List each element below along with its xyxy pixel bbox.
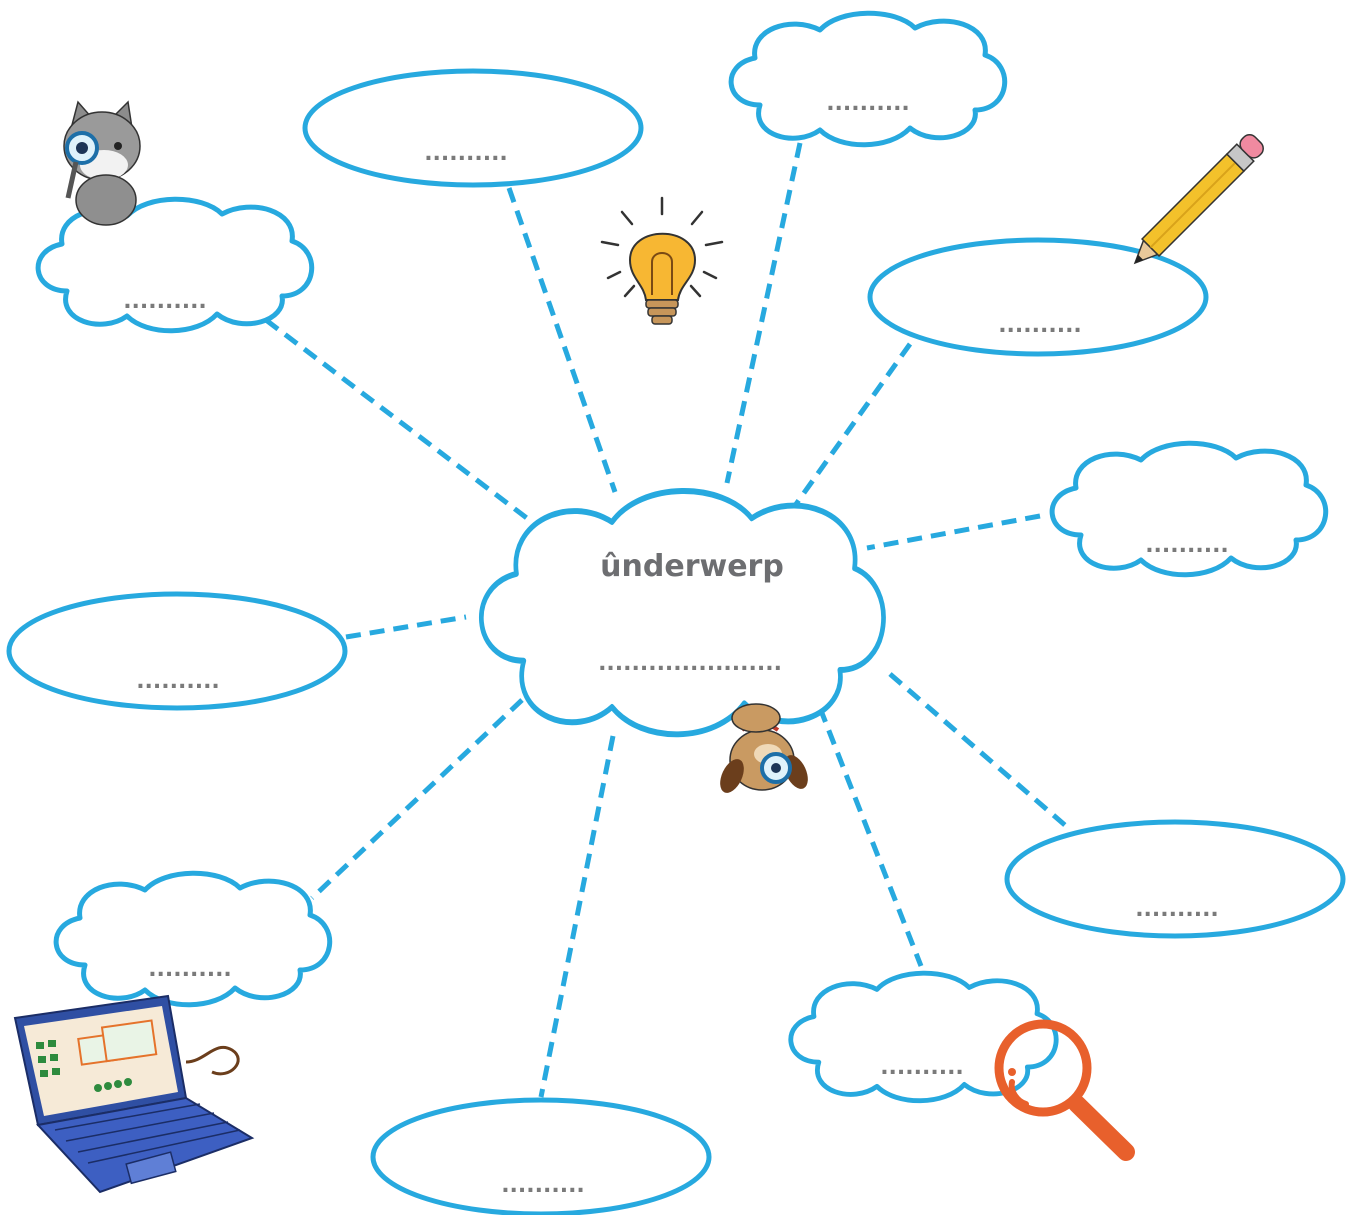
laptop-icon [13,994,255,1194]
right-upper-oval-node[interactable] [867,237,1209,357]
connector-top-oval [506,187,618,493]
connector-bottom-oval [538,735,616,1098]
connector-right-upper-oval [786,342,913,516]
bottom-left-cloud-label: .......... [148,957,232,982]
bottom-oval-label: .......... [501,1173,585,1198]
connector-right-cloud [866,513,1041,551]
top-left-cloud-label: .......... [123,289,207,314]
connector-left-oval [345,614,467,640]
connector-bottom-right-cloud [817,707,924,967]
right-cloud-label: .......... [1145,533,1229,558]
left-oval-label: .......... [136,669,220,694]
top-right-cloud-label: .......... [826,91,910,116]
connector-top-left-cloud [264,318,534,524]
bottom-left-cloud-node[interactable] [56,873,330,1005]
connector-bottom-left-cloud [310,698,524,900]
lightbulb-icon [600,196,724,325]
bottom-right-cloud-label: .......... [880,1055,964,1080]
magnifying-glass-icon [994,1019,1135,1161]
top-oval-node[interactable] [302,68,644,188]
dog-with-magnifier-icon [720,703,808,793]
pencil-icon [1133,134,1264,265]
bottom-oval-node[interactable] [370,1097,712,1215]
right-upper-oval-label: .......... [998,313,1082,338]
connectors [264,142,1068,1098]
center-title: ûnderwerp [600,549,784,584]
center-placeholder: ...................... [598,651,782,676]
top-right-cloud-node[interactable] [731,13,1005,145]
left-oval-node[interactable] [6,591,348,711]
right-lower-oval-label: .......... [1135,897,1219,922]
cat-with-magnifier-icon [63,100,141,226]
center-cloud-node[interactable] [481,491,883,734]
top-oval-label: .......... [424,141,508,166]
connector-right-lower-oval [888,672,1068,828]
right-lower-oval-node[interactable] [1004,819,1346,939]
connector-top-right-cloud [724,142,803,484]
